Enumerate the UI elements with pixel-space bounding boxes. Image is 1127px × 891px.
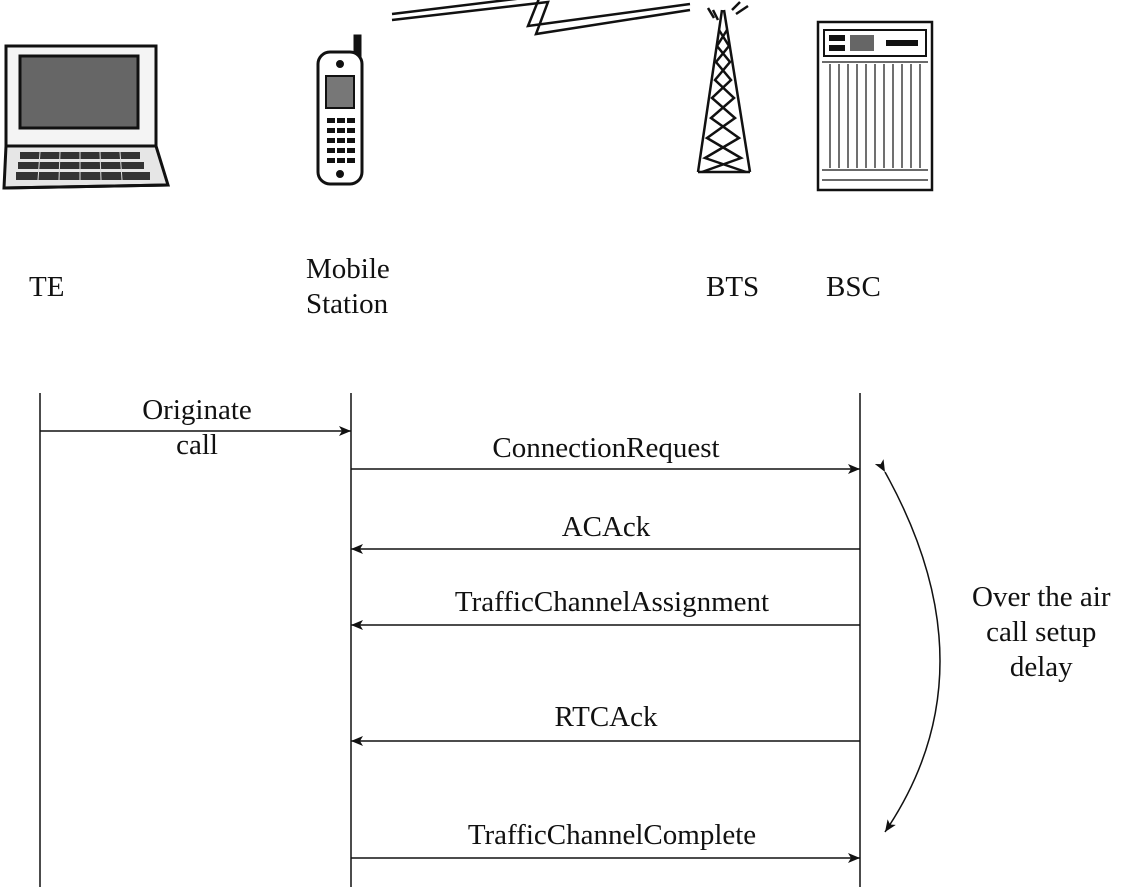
lightning-bolt-icon [391, 0, 691, 36]
message-label-acack: ACAck [561, 511, 651, 543]
lifelines [39, 393, 861, 887]
cell-tower-icon [696, 1, 752, 174]
entity-label-te: TE [29, 271, 65, 303]
message-label-line: call [176, 429, 218, 461]
message-label-line: Originate [142, 394, 252, 426]
double-headed-curved-arrow-icon [874, 459, 941, 833]
message-label-traffic-channel-assignment: TrafficChannelAssignment [454, 586, 770, 618]
entity-label-mobile-station: Mobile Station [306, 252, 390, 322]
message-arrows [40, 426, 860, 863]
annotation-line: call setup [986, 616, 1097, 648]
message-label-connection-request: ConnectionRequest [492, 432, 720, 464]
message-label-traffic-channel-complete: TrafficChannelComplete [467, 819, 757, 851]
equipment-rack-icon [816, 20, 934, 192]
entity-label-bsc: BSC [826, 271, 881, 303]
entity-label-bts: BTS [706, 271, 760, 303]
annotation-line: Over the air [972, 581, 1111, 613]
entity-label-line: Mobile [306, 253, 390, 285]
annotation-line: delay [1009, 651, 1073, 683]
mobile-phone-icon [316, 34, 364, 186]
delay-annotation: Over the air call setup delay [972, 580, 1111, 685]
message-label-originate-call: Originate call [142, 393, 252, 463]
entity-label-line: Station [306, 288, 389, 320]
message-label-rtcack: RTCAck [554, 701, 658, 733]
laptop-icon [2, 44, 171, 190]
